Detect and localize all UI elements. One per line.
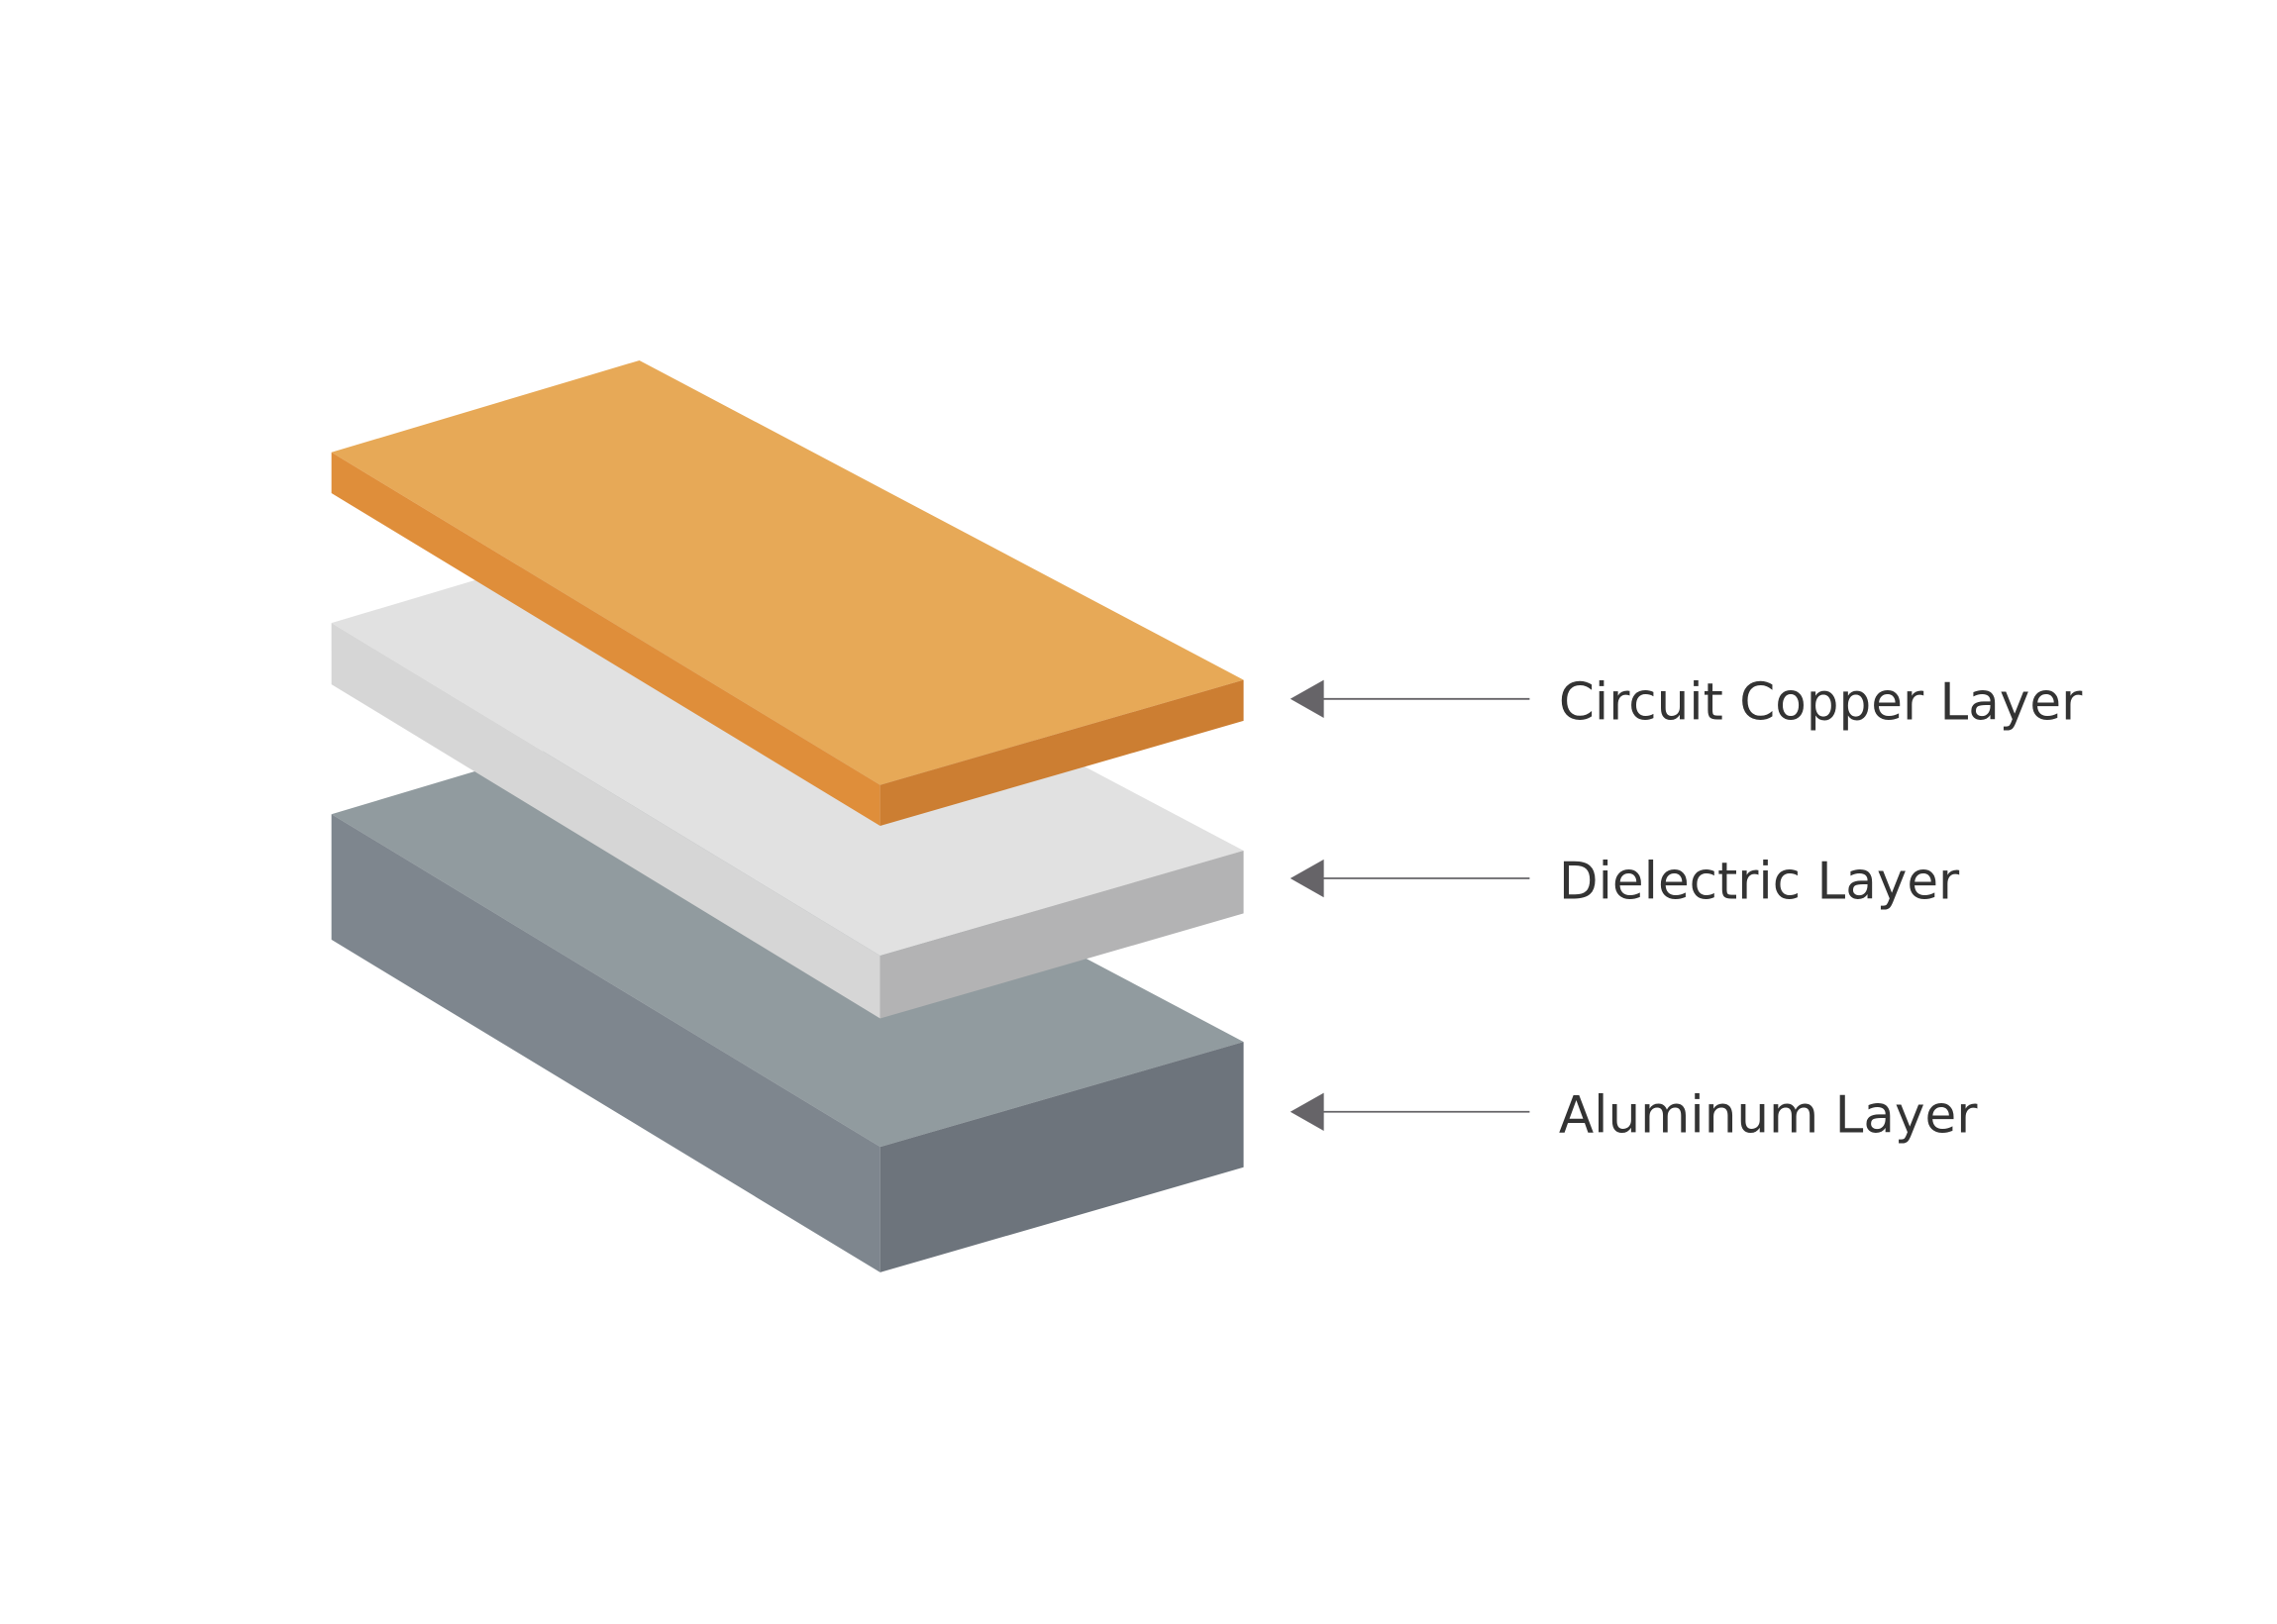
arrowhead-icon	[1290, 859, 1324, 898]
arrow-copper	[1290, 679, 1530, 718]
label-dielectric-layer: Dielectric Layer	[1559, 853, 1960, 912]
copper-right-face	[880, 679, 1244, 826]
aluminum-left-face	[331, 814, 880, 1272]
copper-left-face	[331, 452, 880, 826]
dielectric-right-face	[880, 851, 1244, 1019]
dielectric-left-face	[331, 623, 880, 1019]
arrowhead-icon	[1290, 679, 1324, 718]
arrowhead-icon	[1290, 1092, 1324, 1131]
copper-layer-block	[331, 359, 1244, 826]
arrow-aluminum	[1290, 1092, 1530, 1131]
arrow-dielectric	[1290, 859, 1530, 898]
aluminum-right-face	[880, 1042, 1244, 1272]
label-aluminum-layer: Aluminum Layer	[1559, 1085, 1978, 1145]
label-copper-layer: Circuit Copper Layer	[1559, 672, 2083, 732]
copper-top-face	[331, 359, 1244, 785]
